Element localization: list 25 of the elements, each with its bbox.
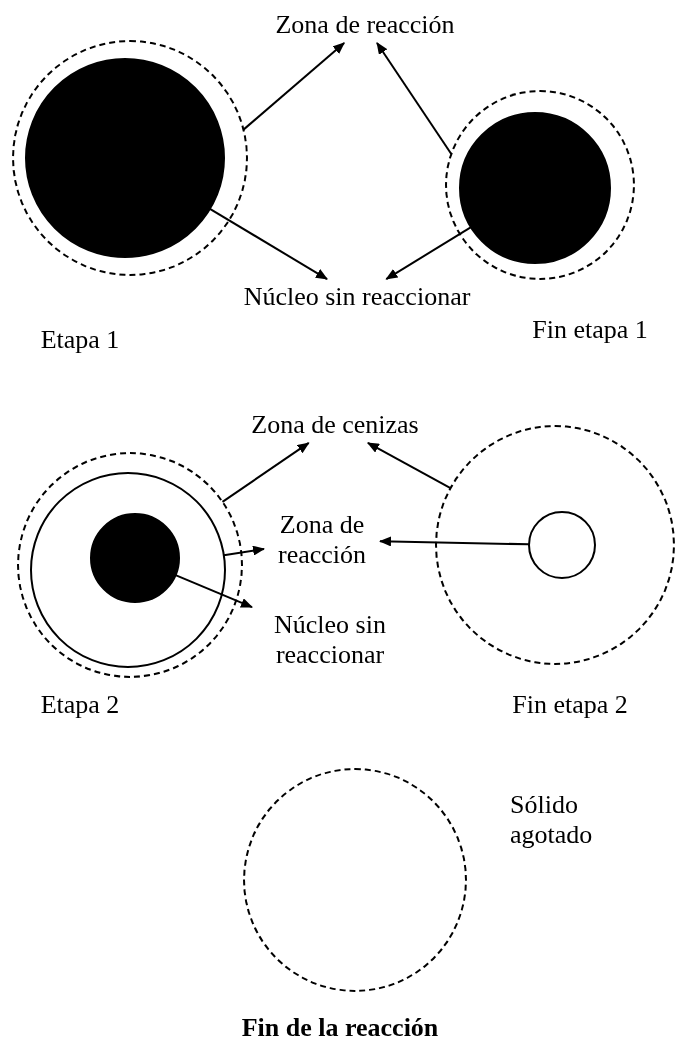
dashed-circle bbox=[445, 90, 635, 280]
arrow bbox=[174, 574, 253, 609]
arrow bbox=[222, 545, 265, 557]
arrow bbox=[208, 207, 329, 281]
callout-label: Zona de reacción bbox=[275, 10, 455, 40]
arrow bbox=[379, 536, 530, 547]
dashed-circle bbox=[435, 425, 675, 665]
callout-label: Núcleo sin reaccionar bbox=[243, 282, 471, 312]
arrow bbox=[376, 41, 453, 155]
stage-caption: Fin etapa 1 bbox=[532, 315, 648, 345]
callout-label: Zona de cenizas bbox=[251, 410, 419, 440]
dashed-circle bbox=[17, 452, 243, 678]
stage-caption: Etapa 1 bbox=[40, 325, 120, 355]
arrow bbox=[366, 441, 452, 489]
stage-caption: Fin etapa 2 bbox=[512, 690, 628, 720]
arrow bbox=[221, 441, 310, 503]
arrow bbox=[385, 226, 473, 281]
arrow bbox=[242, 41, 346, 131]
stage-caption: Fin de la reacción bbox=[241, 1013, 439, 1043]
dashed-circle bbox=[12, 40, 248, 276]
stage-caption: Sólido agotado bbox=[510, 790, 594, 850]
dashed-circle bbox=[243, 768, 467, 992]
callout-label: Zona de reacción bbox=[267, 510, 377, 570]
callout-label: Núcleo sin reaccionar bbox=[255, 610, 405, 670]
stage-caption: Etapa 2 bbox=[40, 690, 120, 720]
